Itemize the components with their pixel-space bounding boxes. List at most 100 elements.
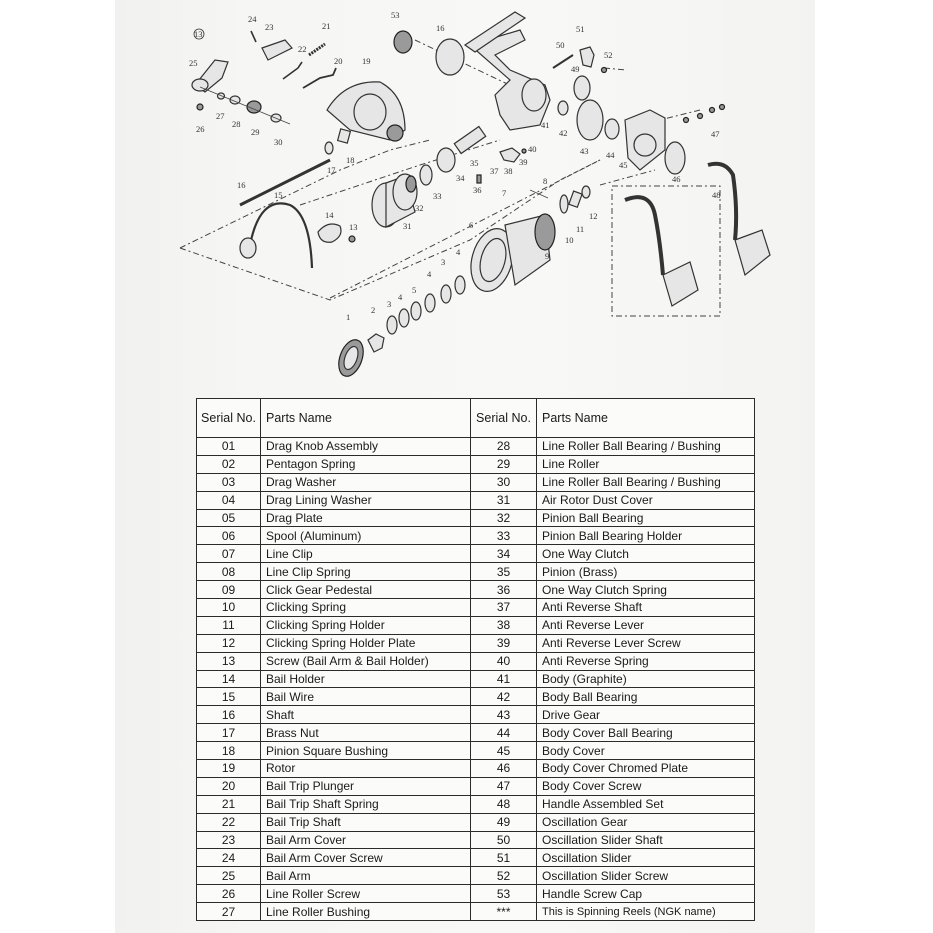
svg-text:32: 32 <box>415 203 424 213</box>
header-serial-no-right: Serial No. <box>470 398 537 438</box>
serial-no-cell: 11 <box>196 615 261 635</box>
part-name-cell: Clicking Spring <box>260 598 471 617</box>
svg-text:44: 44 <box>606 150 615 160</box>
part-name-cell: Bail Trip Plunger <box>260 776 471 796</box>
part-name-cell: Oscillation Gear <box>536 812 755 832</box>
svg-text:47: 47 <box>711 129 720 139</box>
part-name-cell: Pinion Ball Bearing Holder <box>536 526 755 546</box>
serial-no-cell: 40 <box>470 651 537 671</box>
svg-text:2: 2 <box>371 305 375 315</box>
svg-text:34: 34 <box>456 173 465 183</box>
serial-no-cell: 10 <box>196 598 261 617</box>
svg-text:16: 16 <box>237 180 246 190</box>
part-name-cell: Handle Assembled Set <box>536 794 755 814</box>
svg-text:8: 8 <box>543 176 547 186</box>
serial-no-cell: *** <box>470 902 537 922</box>
svg-text:42: 42 <box>559 128 568 138</box>
svg-text:4: 4 <box>398 292 403 302</box>
part-name-cell: Body Cover Chromed Plate <box>536 759 755 778</box>
svg-text:31: 31 <box>403 221 412 231</box>
part-name-cell: Anti Reverse Lever Screw <box>536 633 755 653</box>
svg-text:21: 21 <box>322 21 331 31</box>
serial-no-cell: 41 <box>470 669 537 689</box>
serial-no-cell: 16 <box>196 705 261 725</box>
serial-no-cell: 36 <box>470 580 537 600</box>
part-name-cell: Drag Washer <box>260 472 471 492</box>
svg-text:43: 43 <box>580 146 589 156</box>
svg-text:52: 52 <box>604 50 613 60</box>
serial-no-cell: 28 <box>470 437 537 456</box>
serial-no-cell: 38 <box>470 615 537 635</box>
part-name-cell: One Way Clutch Spring <box>536 580 755 600</box>
serial-no-cell: 39 <box>470 633 537 653</box>
serial-no-cell: 02 <box>196 454 261 474</box>
serial-no-cell: 34 <box>470 544 537 564</box>
serial-no-cell: 08 <box>196 562 261 582</box>
svg-text:53: 53 <box>391 10 400 20</box>
header-parts-name-left: Parts Name <box>260 398 471 438</box>
svg-text:36: 36 <box>473 185 482 195</box>
svg-text:41: 41 <box>541 120 550 130</box>
part-name-cell: Shaft <box>260 705 471 725</box>
parts-list-table-container: Serial No. Parts Name Serial No. Parts N… <box>196 398 755 922</box>
svg-text:20: 20 <box>334 56 343 66</box>
serial-no-cell: 47 <box>470 776 537 796</box>
serial-no-cell: 18 <box>196 741 261 761</box>
svg-text:7: 7 <box>502 188 506 198</box>
part-name-cell: Drive Gear <box>536 705 755 725</box>
svg-text:14: 14 <box>325 210 334 220</box>
part-name-cell: One Way Clutch <box>536 544 755 564</box>
svg-text:45: 45 <box>619 160 628 170</box>
serial-no-cell: 12 <box>196 633 261 653</box>
serial-no-cell: 53 <box>470 884 537 904</box>
serial-no-cell: 52 <box>470 866 537 886</box>
svg-text:5: 5 <box>412 285 416 295</box>
svg-text:15: 15 <box>274 190 283 200</box>
part-name-cell: Bail Arm Cover <box>260 830 471 850</box>
svg-text:9: 9 <box>545 251 549 261</box>
serial-no-cell: 14 <box>196 669 261 689</box>
part-name-cell: Oscillation Slider Screw <box>536 866 755 886</box>
part-name-cell: Bail Trip Shaft Spring <box>260 794 471 814</box>
serial-no-cell: 19 <box>196 759 261 778</box>
svg-text:33: 33 <box>433 191 442 201</box>
serial-no-cell: 30 <box>470 472 537 492</box>
svg-text:19: 19 <box>362 56 371 66</box>
serial-no-cell: 06 <box>196 526 261 546</box>
part-name-cell: Body Cover <box>536 741 755 761</box>
serial-no-cell: 35 <box>470 562 537 582</box>
serial-no-cell: 24 <box>196 848 261 868</box>
serial-no-cell: 32 <box>470 508 537 528</box>
svg-text:51: 51 <box>576 24 585 34</box>
svg-text:28: 28 <box>232 119 241 129</box>
serial-no-cell: 44 <box>470 723 537 743</box>
svg-text:35: 35 <box>470 158 479 168</box>
parts-list-table: Serial No. Parts Name Serial No. Parts N… <box>196 398 755 922</box>
serial-no-cell: 37 <box>470 598 537 617</box>
serial-no-cell: 26 <box>196 884 261 904</box>
serial-no-cell: 51 <box>470 848 537 868</box>
part-name-cell: Anti Reverse Lever <box>536 615 755 635</box>
serial-no-cell: 23 <box>196 830 261 850</box>
serial-no-cell: 49 <box>470 812 537 832</box>
svg-text:37: 37 <box>490 166 499 176</box>
svg-text:24: 24 <box>248 14 257 24</box>
serial-no-cell: 48 <box>470 794 537 814</box>
part-name-cell: Anti Reverse Shaft <box>536 598 755 617</box>
serial-no-cell: 15 <box>196 687 261 707</box>
svg-text:26: 26 <box>196 124 205 134</box>
svg-text:48: 48 <box>712 190 721 200</box>
svg-text:3: 3 <box>441 257 445 267</box>
serial-no-cell: 50 <box>470 830 537 850</box>
serial-no-cell: 22 <box>196 812 261 832</box>
svg-text:29: 29 <box>251 127 260 137</box>
part-name-cell: Pentagon Spring <box>260 454 471 474</box>
